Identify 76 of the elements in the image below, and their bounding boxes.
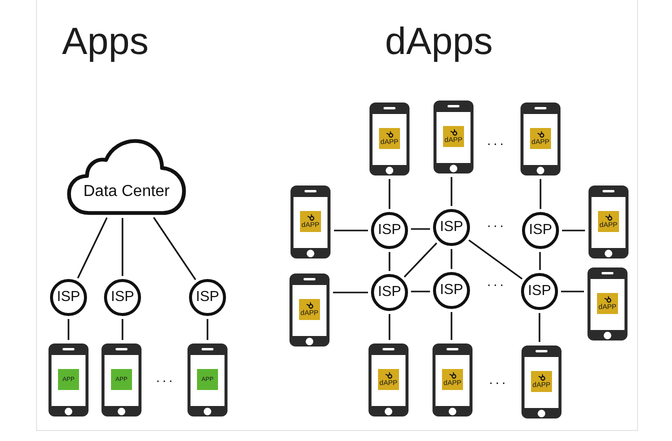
node-label: ISP — [528, 284, 552, 299]
app-tile — [299, 299, 320, 320]
connector-line — [333, 292, 368, 294]
app-tile — [111, 369, 132, 390]
connector-line — [77, 217, 108, 278]
app-tile — [58, 369, 79, 390]
smartphone — [520, 102, 561, 176]
smartphone — [290, 185, 331, 259]
network-node-circle — [433, 272, 470, 309]
smartphone — [521, 345, 562, 419]
app-tile — [531, 371, 552, 392]
node-label: ISP — [110, 290, 134, 305]
section-title: dApps — [385, 23, 493, 61]
ellipsis-text: ... — [489, 372, 508, 386]
app-tile — [597, 293, 618, 314]
connector-line — [410, 228, 430, 230]
connector-line — [334, 230, 368, 232]
app-tile — [530, 128, 551, 149]
connector-line — [388, 252, 390, 271]
connector-line — [410, 290, 430, 292]
connector-line — [404, 242, 438, 278]
app-tile — [598, 211, 619, 232]
app-tile — [442, 369, 463, 390]
app-tile — [443, 126, 464, 147]
smartphone — [588, 185, 629, 259]
connector-line — [68, 319, 70, 340]
app-tile — [378, 369, 399, 390]
node-label: ISP — [440, 220, 464, 235]
network-node-circle — [189, 279, 226, 316]
node-label: ISP — [378, 285, 402, 300]
network-node-circle — [371, 274, 408, 311]
app-tile — [379, 128, 400, 149]
connector-line — [540, 179, 542, 209]
connector-line — [388, 314, 390, 340]
network-node-circle — [522, 212, 559, 249]
node-label: ISP — [440, 283, 464, 298]
smartphone — [289, 273, 330, 347]
node-label: ISP — [56, 290, 80, 305]
network-node-circle — [50, 279, 87, 316]
node-label: ISP — [378, 223, 402, 238]
network-node-circle — [521, 273, 558, 310]
app-tile — [197, 369, 218, 390]
connector-line — [538, 313, 540, 342]
ellipsis-text: ... — [487, 133, 506, 147]
network-node-circle — [104, 279, 141, 316]
network-node-circle — [433, 209, 470, 246]
node-label: Data Center — [83, 183, 170, 201]
connector-line — [450, 177, 452, 206]
app-tile — [300, 211, 321, 232]
connector-line — [122, 319, 124, 340]
smartphone — [369, 102, 410, 176]
smartphone — [368, 343, 409, 417]
connector-line — [468, 240, 523, 280]
smartphone — [187, 343, 228, 417]
ellipsis-text: ... — [487, 274, 506, 288]
smartphone — [433, 100, 474, 174]
ellipsis-text: ... — [156, 370, 176, 384]
connector-line — [562, 230, 585, 232]
smartphone — [48, 343, 89, 417]
connector-line — [450, 249, 452, 269]
node-label: ISP — [528, 223, 552, 238]
node-label: ISP — [196, 290, 220, 305]
cloud-shape — [67, 139, 186, 215]
smartphone — [432, 343, 473, 417]
section-title: Apps — [62, 23, 149, 61]
connector-line — [450, 312, 452, 340]
connector-line — [153, 217, 196, 280]
connector-line — [206, 319, 208, 340]
smartphone — [587, 267, 628, 341]
ellipsis-text: ... — [487, 215, 506, 229]
smartphone — [101, 343, 142, 417]
connector-line — [561, 290, 584, 292]
connector-line — [122, 218, 124, 276]
connector-line — [388, 179, 390, 209]
connector-line — [539, 252, 541, 270]
network-node-circle — [371, 212, 408, 249]
